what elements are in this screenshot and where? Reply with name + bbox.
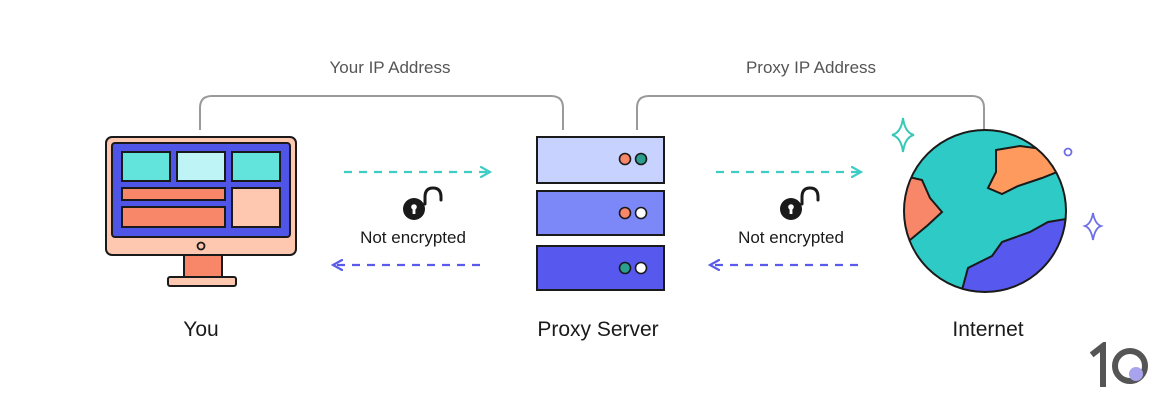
you-label: You (183, 318, 219, 341)
left-encryption-status: Not encrypted (360, 228, 466, 247)
your-ip-bracket (199, 95, 564, 130)
proxy-ip-label: Proxy IP Address (745, 58, 877, 77)
open-padlock-icon (780, 186, 820, 220)
sparkle-icon (891, 117, 1104, 241)
proxy-server-label: Proxy Server (537, 318, 659, 341)
brand-logo (1089, 342, 1148, 387)
globe-icon (903, 129, 1067, 293)
server-rack-icon (536, 136, 665, 291)
open-padlock-icon (403, 186, 443, 220)
internet-label: Internet (952, 318, 1024, 341)
right-encryption-status: Not encrypted (738, 228, 844, 247)
desktop-computer-icon (105, 136, 297, 287)
proxy-ip-bracket (636, 95, 985, 130)
your-ip-label: Your IP Address (329, 58, 451, 77)
